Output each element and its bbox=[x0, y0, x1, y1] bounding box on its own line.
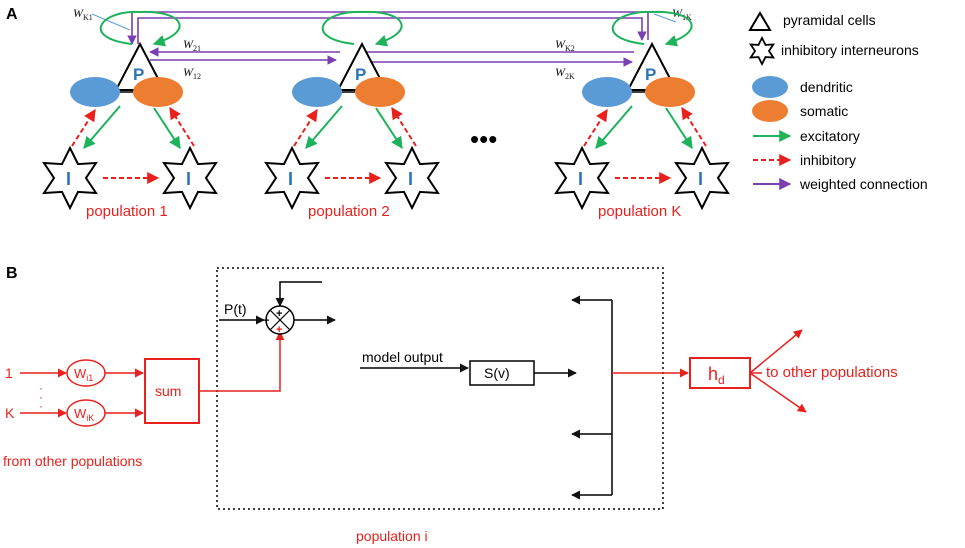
weight-node-wi1-label: Wi1 bbox=[74, 366, 93, 383]
weighted-connections bbox=[127, 11, 649, 67]
feedback-arrow bbox=[275, 281, 322, 307]
dendritic-swatch bbox=[752, 76, 788, 98]
population-box bbox=[216, 267, 664, 510]
triangle-icon bbox=[748, 11, 772, 31]
interneuron-label: I bbox=[288, 169, 293, 189]
p-t-label: P(t) bbox=[224, 301, 247, 317]
legend-dendritic: dendritic bbox=[800, 79, 853, 95]
excitatory-to-left-interneuron-arrow bbox=[595, 105, 633, 149]
interneuron-label: I bbox=[698, 169, 703, 189]
connection-1-to-k bbox=[137, 17, 647, 44]
inhibitory-to-dendritic-arrow bbox=[71, 108, 96, 147]
interneuron-left-icon bbox=[264, 145, 320, 211]
interneuron-right-icon bbox=[384, 145, 440, 211]
inhibitory-to-somatic-arrow bbox=[169, 106, 195, 147]
hd-box bbox=[689, 357, 751, 389]
sigmoid-label: S(v) bbox=[484, 365, 510, 381]
connection-k-to-2 bbox=[357, 47, 634, 57]
model-output-label: model output bbox=[362, 349, 443, 365]
dendritic-compartment bbox=[582, 77, 632, 107]
adder-plus-bottom: + bbox=[276, 324, 282, 336]
legend-excitatory: excitatory bbox=[800, 128, 860, 144]
excitatory-to-right-interneuron-arrow bbox=[375, 107, 403, 150]
interneuron-right-icon bbox=[162, 145, 218, 211]
weight-wk2: WK2 bbox=[555, 37, 575, 53]
dendritic-compartment bbox=[70, 77, 120, 107]
pyramidal-label: P bbox=[355, 65, 366, 84]
population-name: population 2 bbox=[308, 203, 390, 220]
interneuron-label: I bbox=[66, 169, 71, 189]
interneuron-left-icon bbox=[554, 145, 610, 211]
inhibitory-to-somatic-arrow bbox=[681, 106, 707, 147]
hd-out-down bbox=[749, 372, 807, 413]
sum-box bbox=[144, 358, 200, 424]
somatic-compartment bbox=[645, 77, 695, 107]
inhibitory-to-somatic-arrow bbox=[391, 106, 417, 147]
weight-wk1: WK1 bbox=[73, 6, 93, 22]
somatic-compartment bbox=[355, 77, 405, 107]
input-k: K bbox=[5, 405, 15, 421]
population-i-label: population i bbox=[356, 528, 428, 544]
hd-label: hd bbox=[708, 364, 725, 387]
weight-w12: W12 bbox=[183, 65, 201, 81]
wk1-pointer bbox=[91, 13, 131, 31]
star-icon bbox=[748, 36, 776, 66]
legend-somatic: somatic bbox=[800, 103, 848, 119]
legend-pyramidal: pyramidal cells bbox=[783, 12, 876, 28]
sum-to-adder-arrow bbox=[199, 331, 285, 392]
adder-plus-left: + bbox=[263, 315, 269, 327]
connection-2-to-k bbox=[361, 57, 633, 67]
legend: pyramidal cells inhibitory interneurons … bbox=[748, 11, 928, 192]
pyramidal-label: P bbox=[645, 65, 656, 84]
interneuron-left-icon bbox=[42, 145, 98, 211]
adder-cross-2 bbox=[269, 309, 291, 331]
dendritic-compartment bbox=[292, 77, 342, 107]
self-excitation-loop bbox=[611, 10, 693, 47]
panel-a-label: A bbox=[6, 6, 18, 23]
excitatory-to-right-interneuron-arrow bbox=[153, 107, 181, 150]
legend-interneurons: inhibitory interneurons bbox=[781, 42, 919, 58]
sum-label: sum bbox=[155, 383, 181, 399]
w1k-pointer bbox=[653, 13, 677, 23]
somatic-swatch bbox=[752, 100, 788, 122]
panel-b-label: B bbox=[6, 265, 18, 282]
interneuron-label: I bbox=[186, 169, 191, 189]
legend-weighted: weighted connection bbox=[799, 176, 928, 192]
self-excitation-loop bbox=[321, 10, 403, 47]
input-dots: ··· bbox=[39, 381, 43, 413]
inhibitory-to-dendritic-arrow bbox=[583, 108, 608, 147]
from-other-populations: from other populations bbox=[3, 453, 142, 469]
self-excitation-loop bbox=[99, 10, 181, 47]
weight-node-wik-label: WiK bbox=[74, 406, 94, 423]
interneuron-label: I bbox=[408, 169, 413, 189]
pyramidal-label: P bbox=[133, 65, 144, 84]
excitatory-to-left-interneuron-arrow bbox=[305, 105, 343, 149]
excitatory-to-right-interneuron-arrow bbox=[665, 107, 693, 150]
excitatory-to-left-interneuron-arrow bbox=[83, 105, 121, 149]
population-name: population 1 bbox=[86, 203, 168, 220]
ellipsis: ••• bbox=[470, 124, 497, 154]
legend-inhibitory: inhibitory bbox=[800, 152, 856, 168]
somatic-compartment bbox=[133, 77, 183, 107]
inhibitory-to-dendritic-arrow bbox=[293, 108, 318, 147]
connection-k-to-1 bbox=[127, 11, 649, 45]
population-name: population K bbox=[598, 203, 681, 220]
input-1: 1 bbox=[5, 365, 13, 381]
adder-plus-top: + bbox=[276, 308, 282, 320]
interneuron-label: I bbox=[578, 169, 583, 189]
weight-w2k: W2K bbox=[555, 65, 575, 81]
to-other-populations: to other populations bbox=[766, 364, 898, 381]
hd-out-up bbox=[749, 329, 803, 374]
interneuron-right-icon bbox=[674, 145, 730, 211]
weight-w21: W21 bbox=[183, 37, 201, 53]
